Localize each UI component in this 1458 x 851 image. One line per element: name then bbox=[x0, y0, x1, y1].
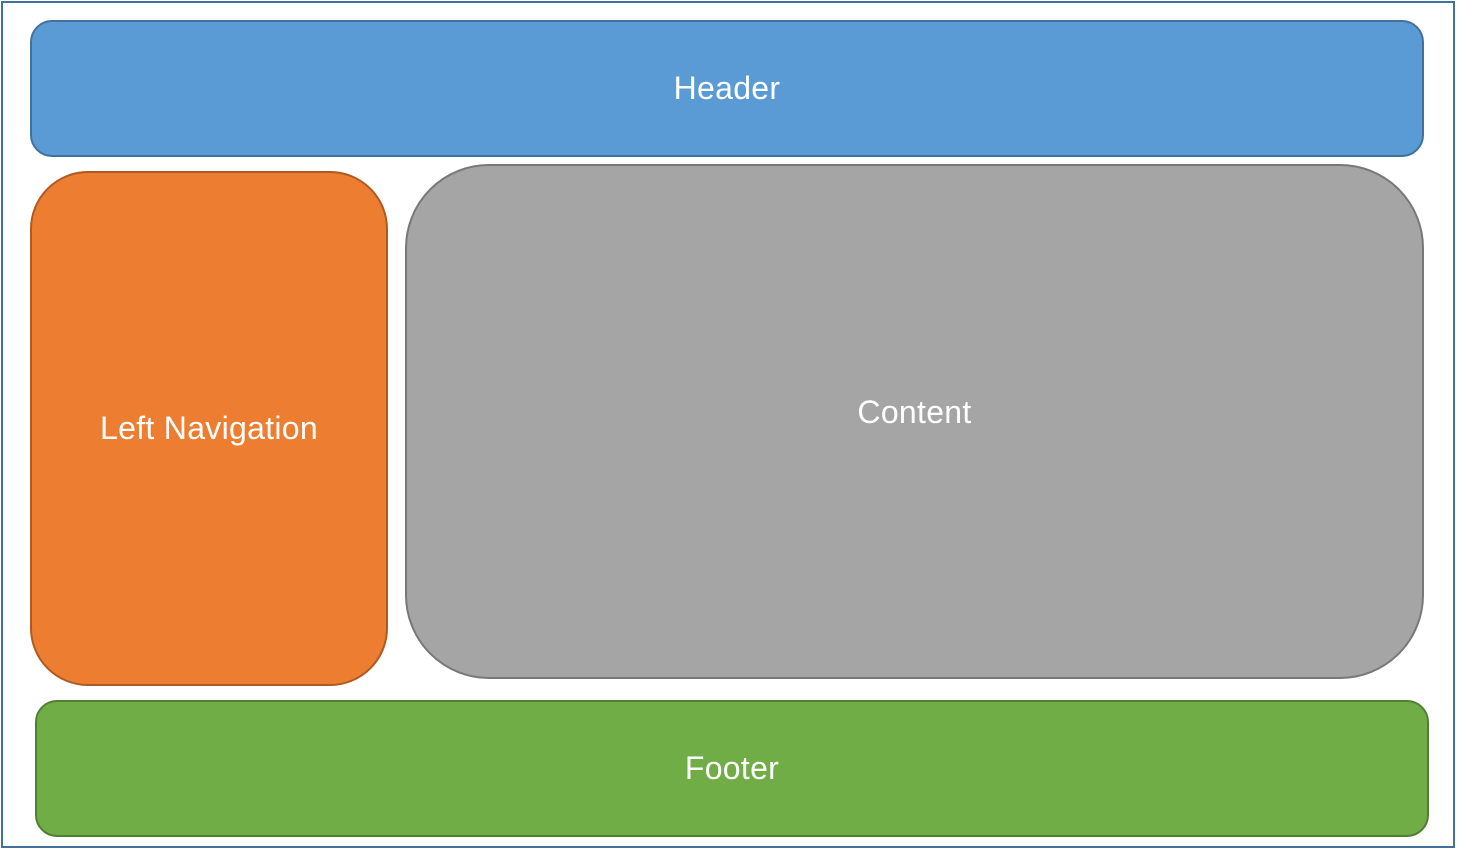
content-block: Content bbox=[405, 164, 1424, 679]
header-block: Header bbox=[30, 20, 1424, 157]
footer-label: Footer bbox=[684, 750, 780, 786]
header-label: Header bbox=[673, 70, 781, 106]
left-navigation-block: Left Navigation bbox=[30, 171, 388, 686]
content-label: Content bbox=[857, 394, 972, 430]
left-navigation-label: Left Navigation bbox=[100, 410, 318, 446]
footer-block: Footer bbox=[35, 700, 1429, 837]
